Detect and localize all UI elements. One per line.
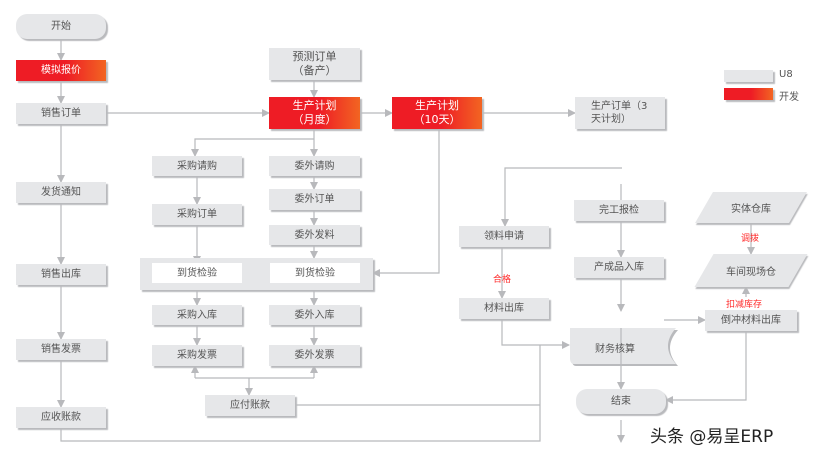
- completion-inspection-node: 完工报检: [574, 200, 664, 221]
- quote-node: 模拟报价: [16, 60, 106, 81]
- legend-dev-label: 开发: [779, 92, 799, 103]
- plan-10day-node: 生产计划（10天）: [392, 97, 482, 129]
- transfer-label: 调拨: [741, 234, 760, 244]
- sales-outbound-node: 销售出库: [16, 264, 106, 285]
- purchase-order-node: 采购订单: [152, 204, 242, 225]
- finance-node: 财务核算: [585, 339, 645, 355]
- workshop-warehouse-node: 车间现场仓: [704, 254, 798, 287]
- backflush-node: 倒冲材料出库: [705, 310, 797, 331]
- sales-invoice-node: 销售发票: [16, 339, 106, 360]
- watermark: 头条 @易呈ERP: [650, 427, 774, 447]
- outsource-material-node: 委外发料: [269, 225, 360, 245]
- production-order-node: 生产订单（3天计划）: [575, 97, 665, 129]
- purchase-inbound-node: 采购入库: [152, 305, 242, 325]
- outsource-inbound-node: 委外入库: [269, 305, 360, 325]
- material-request-node: 领料申请: [459, 226, 549, 247]
- arrival-inspection-outsource: 到货检验: [270, 263, 360, 283]
- forecast-order-node: 预测订单（备产）: [269, 48, 360, 80]
- material-outbound-node: 材料出库: [459, 298, 549, 319]
- outsource-order-node: 委外订单: [269, 189, 360, 210]
- receivable-node: 应收账款: [16, 407, 106, 428]
- start-node: 开始: [16, 14, 106, 39]
- sales-order-node: 销售订单: [16, 103, 106, 124]
- purchase-request-node: 采购请购: [152, 156, 242, 176]
- payable-node: 应付账款: [205, 395, 295, 416]
- end-node: 结束: [576, 389, 666, 414]
- delivery-notice-node: 发货通知: [16, 182, 106, 203]
- plan-month-node: 生产计划（月度）: [269, 97, 360, 129]
- legend-dev-swatch: [724, 88, 773, 100]
- deduct-stock-label: 扣减库存: [726, 297, 763, 310]
- finished-inbound-node: 产成品入库: [574, 257, 664, 278]
- physical-warehouse-node: 实体仓库: [704, 192, 798, 223]
- outsource-request-node: 委外请购: [269, 156, 360, 176]
- arrival-inspection-purchase: 到货检验: [152, 263, 242, 283]
- legend-u8-swatch: [724, 70, 773, 82]
- outsource-invoice-node: 委外发票: [269, 345, 360, 366]
- legend-u8-label: U8: [779, 69, 793, 80]
- qualified-label: 合格: [493, 275, 512, 285]
- purchase-invoice-node: 采购发票: [152, 345, 242, 366]
